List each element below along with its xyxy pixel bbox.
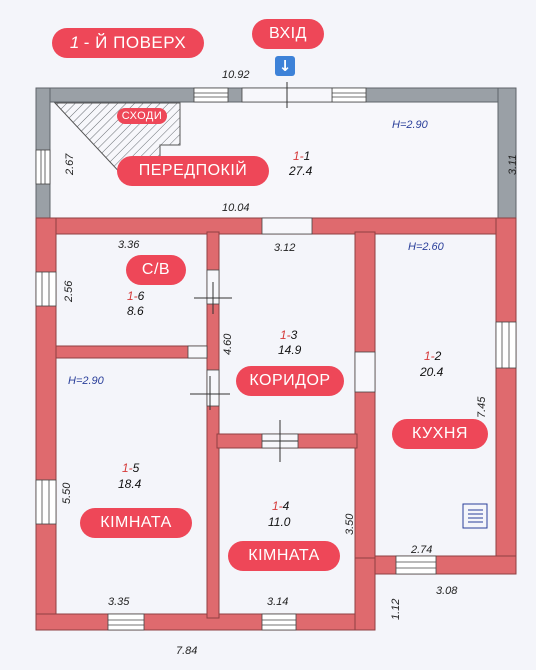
svg-text:1-3: 1-3 <box>280 328 298 342</box>
room-label-hall: ПЕРЕДПОКІЙ <box>117 156 269 186</box>
dim-bath-left: 2.56 <box>63 280 75 303</box>
dim-kitchen-bottom: 2.74 <box>410 544 432 556</box>
height-kitchen: H=2.60 <box>408 241 445 253</box>
room-label-room4: КІМНАТА <box>228 541 340 571</box>
dim-room5-left: 5.50 <box>61 482 73 504</box>
dim-window-kitchen: 3.08 <box>436 585 458 597</box>
room-label-room5: КІМНАТА <box>80 508 192 538</box>
dim-hall-right: 3.11 <box>507 154 519 175</box>
area-corridor: 14.9 <box>278 343 302 357</box>
room-label-kitchen: КУХНЯ <box>392 419 488 449</box>
stairs-label: СХОДИ <box>117 108 167 124</box>
dimension-labels: 10.92 2.67 3.11 10.04 3.36 3.12 2.56 4.6… <box>61 69 519 657</box>
area-kitchen: 20.4 <box>419 365 444 379</box>
svg-text:1-6: 1-6 <box>127 289 145 303</box>
stove-icon <box>462 503 488 529</box>
svg-text:1-4: 1-4 <box>272 499 290 513</box>
dim-corridor-left: 4.60 <box>222 333 234 355</box>
height-room5: H=2.90 <box>68 375 105 387</box>
room-label-corridor: КОРИДОР <box>236 366 344 396</box>
dim-hall-left: 2.67 <box>64 153 76 176</box>
area-room5: 18.4 <box>118 477 142 491</box>
entrance-label: ВХІД <box>252 19 324 49</box>
dim-kitchen-right: 7.45 <box>476 396 488 418</box>
dim-room5-bottom: 3.35 <box>108 596 130 608</box>
floor-title: 1- Й ПОВЕРХ <box>52 28 204 58</box>
room-label-bath: С/В <box>126 255 186 285</box>
dim-step: 1.12 <box>390 599 402 620</box>
room-codes: 1-1 27.4 1-6 8.6 1-3 14.9 1-2 20.4 1-5 1… <box>118 149 444 529</box>
down-arrow-icon: ↓ <box>275 56 295 76</box>
dim-top-width: 10.92 <box>222 69 250 81</box>
dim-corridor-top: 3.12 <box>274 242 295 254</box>
dim-bottom-total: 7.84 <box>176 645 197 657</box>
height-hall: H=2.90 <box>392 119 429 131</box>
svg-text:1-2: 1-2 <box>424 349 442 363</box>
dim-hall-bottom: 10.04 <box>222 202 250 214</box>
svg-text:1-1: 1-1 <box>293 149 310 163</box>
windows <box>35 87 517 631</box>
area-room4: 11.0 <box>268 515 291 529</box>
dim-room4-bottom: 3.14 <box>267 596 288 608</box>
svg-text:1-5: 1-5 <box>122 461 140 475</box>
dim-bath-top: 3.36 <box>118 239 140 251</box>
dim-room4-right: 3.50 <box>344 513 356 535</box>
height-labels: H=2.90 H=2.60 H=2.90 <box>68 119 445 387</box>
area-bath: 8.6 <box>127 304 144 318</box>
area-hall: 27.4 <box>288 164 313 178</box>
